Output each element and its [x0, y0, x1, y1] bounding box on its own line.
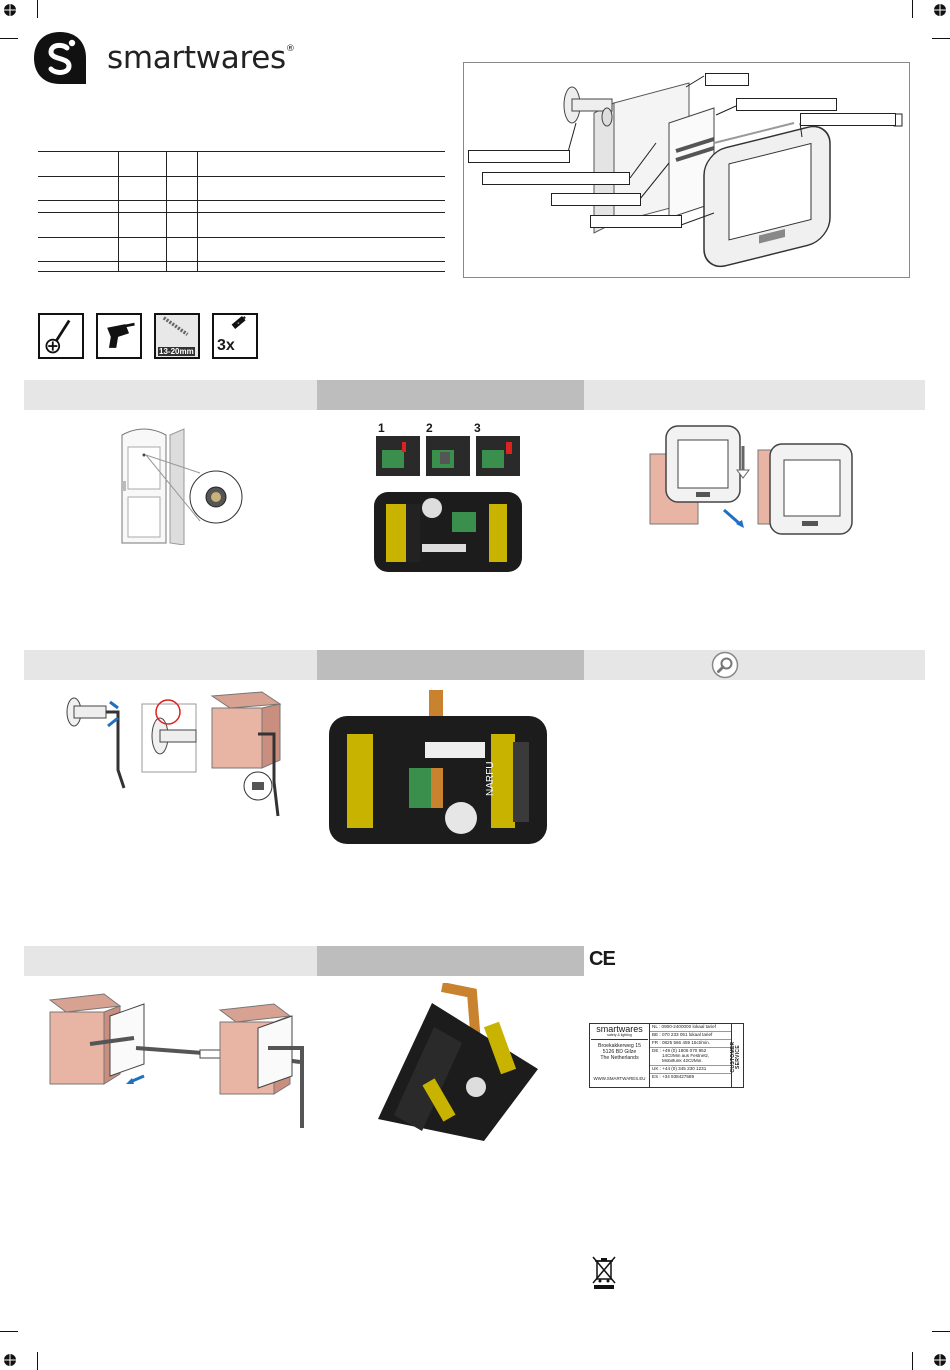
callout-label-4 — [468, 150, 570, 163]
trim-line-right-bottom — [932, 1331, 950, 1332]
step-5-header-bar — [317, 650, 584, 680]
step-3-header-bar — [584, 380, 925, 410]
brand-name: smartwares — [107, 40, 286, 76]
device-parts-diagram — [463, 62, 910, 278]
crop-mark-bottom-left — [3, 1353, 17, 1367]
service-phone-be: BE : 070 233 051 lokaal tarief — [650, 1032, 731, 1040]
battery-compartment-photo — [374, 492, 522, 572]
customer-service-card: smartwares safety & lighting Broekakkerw… — [589, 1023, 744, 1088]
step-1-header-bar — [24, 380, 317, 410]
crop-mark-top-right — [933, 3, 947, 17]
drill-tool-icon — [96, 313, 142, 359]
service-phone-de: DE : +49 (0) 1805 070 952 — [652, 1048, 707, 1053]
service-phone-de-note-1: 14Ct/Min aus Festnetz, — [662, 1054, 710, 1058]
trim-line-left-bottom — [0, 1331, 18, 1332]
service-phone-uk: UK : +44 (0) 345 230 1231 — [650, 1066, 731, 1074]
table-row — [38, 151, 445, 177]
step-7-header-bar — [24, 946, 317, 976]
service-brand: smartwares safety & lighting — [591, 1025, 648, 1040]
weee-crossed-bin-icon — [591, 1253, 617, 1289]
open-battery-cover-photo — [378, 983, 538, 1141]
service-website: WWW.SMARTWARES.EU — [593, 1076, 646, 1081]
screwdriver-tool-icon — [38, 313, 84, 359]
screen-mounting-illustration — [649, 425, 853, 535]
battery-count-label: 3x — [217, 337, 235, 354]
exploded-view-illustration — [563, 75, 903, 268]
sd-slot-photo-2 — [426, 436, 470, 476]
step-2-label-2: 2 — [426, 421, 433, 435]
callout-label-6 — [551, 193, 641, 206]
service-address: Broekakkerweg 15 5126 BD Gilze The Nethe… — [591, 1043, 648, 1061]
trim-line-right-top — [932, 38, 950, 39]
trim-line-left-top — [0, 38, 18, 39]
crop-mark-top-left — [3, 3, 17, 17]
cable-routing-illustration — [66, 691, 282, 817]
table-row — [38, 212, 445, 238]
service-address-line-1: Broekakkerweg 15 — [598, 1043, 641, 1049]
step-2-label-3: 3 — [474, 421, 481, 435]
table-row — [38, 200, 445, 213]
drill-bit-tool-icon: 13-20mm — [154, 313, 200, 359]
step-4-header-bar — [24, 650, 317, 680]
service-phone-es: ES : +34 938427589 — [652, 1074, 695, 1079]
callout-label-7 — [590, 215, 682, 228]
step-2-numbered-labels: 1 2 3 — [378, 421, 508, 435]
brand-wordmark: smartwares® — [107, 40, 295, 76]
step-2-label-1: 1 — [378, 421, 385, 435]
callout-label-3 — [800, 113, 896, 126]
service-address-line-3: The Netherlands — [600, 1055, 639, 1061]
step-6-header-bar — [584, 650, 925, 680]
service-phone-de-note-2: Mobilfunk 42Ct/Min. — [650, 1059, 731, 1066]
table-row — [38, 261, 445, 272]
battery-compartment-ribbon-photo: NARFU — [329, 690, 547, 844]
battery-brand-text: NARFU — [485, 762, 496, 796]
table-row — [38, 237, 445, 262]
battery-tool-icon: + 3x — [212, 313, 258, 359]
callout-label-5 — [482, 172, 630, 185]
back-plate-mounting-illustration — [48, 993, 304, 1128]
table-row — [38, 176, 445, 201]
crop-mark-bottom-right — [933, 1353, 947, 1367]
service-side-label: CUSTOMER SERVICE — [730, 1041, 741, 1073]
service-address-line-2: 5126 BD Gilze — [602, 1049, 637, 1055]
service-phone-list: NL : 0900-2400000 lokaal tarief BE : 070… — [649, 1024, 732, 1087]
sd-slot-photo-1 — [376, 436, 420, 476]
step-8-header-bar — [317, 946, 584, 976]
step-2-header-bar — [317, 380, 584, 410]
specification-table — [38, 151, 445, 272]
door-peephole-illustration — [121, 428, 243, 545]
trim-line-bottom-right — [912, 1352, 913, 1370]
callout-label-1 — [705, 73, 749, 86]
service-phone-nl: NL : 0900-2400000 lokaal tarief — [650, 1024, 731, 1032]
trim-line-top-right — [912, 0, 913, 18]
service-brand-tagline: safety & lighting — [607, 1033, 632, 1037]
ce-mark: CE — [589, 948, 616, 970]
trim-line-bottom-left — [37, 1352, 38, 1370]
drill-bit-size-label: 13-20mm — [158, 347, 195, 356]
svg-text:+: + — [236, 320, 242, 326]
smartwares-logo-icon — [32, 30, 88, 86]
service-phone-fr: FR : 0825 566 459 15ct/min. — [650, 1040, 731, 1048]
trim-line-top-left — [37, 0, 38, 18]
magnifier-icon — [711, 651, 739, 679]
service-brand-name: smartwares — [596, 1024, 643, 1034]
brand-trademark: ® — [285, 44, 295, 54]
sd-slot-photo-3 — [476, 436, 520, 476]
callout-label-2 — [736, 98, 837, 111]
